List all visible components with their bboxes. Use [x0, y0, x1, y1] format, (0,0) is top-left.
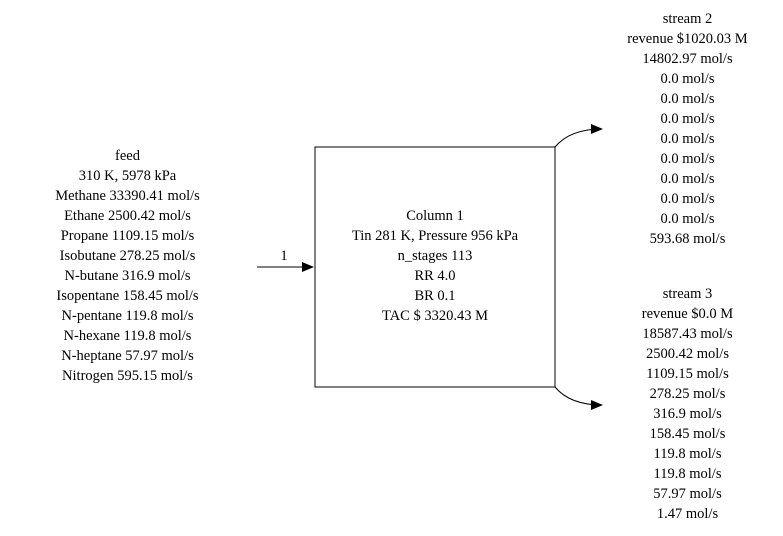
stream3-line: 119.8 mol/s	[653, 446, 722, 462]
stream2-line: revenue $1020.03 M	[627, 31, 748, 47]
column-node-box[interactable]	[314, 146, 556, 388]
column-title: Column 1	[406, 208, 464, 224]
stream3-line: 2500.42 mol/s	[646, 346, 729, 362]
feed-line: 310 K, 5978 kPa	[78, 168, 177, 184]
stream2-line: 0.0 mol/s	[660, 131, 715, 147]
stream3-node-label[interactable]: stream 3 revenue $0.0 M 18587.43 mol/s 2…	[595, 284, 780, 524]
stream3-line: 278.25 mol/s	[649, 386, 726, 402]
column-to-stream3-edge	[554, 386, 603, 410]
feed-line: Propane 1109.15 mol/s	[60, 228, 195, 244]
column-to-stream2-edge	[554, 124, 603, 148]
stream2-line: 0.0 mol/s	[660, 151, 715, 167]
stream2-title: stream 2	[662, 11, 713, 27]
feed-edge-label: 1	[280, 248, 288, 264]
column-node-label: Column 1 Tin 281 K, Pressure 956 kPa n_s…	[315, 206, 555, 326]
stream3-line: 158.45 mol/s	[649, 426, 726, 442]
feed-title: feed	[115, 148, 140, 164]
stream2-line: 0.0 mol/s	[660, 91, 715, 107]
stream3-title: stream 3	[662, 286, 713, 302]
feed-line: N-butane 316.9 mol/s	[64, 268, 191, 284]
column-line: Tin 281 K, Pressure 956 kPa	[351, 228, 519, 244]
feed-line: Nitrogen 595.15 mol/s	[62, 368, 193, 384]
feed-line: Isopentane 158.45 mol/s	[56, 288, 199, 304]
column-line: n_stages 113	[397, 248, 473, 264]
feed-line: N-hexane 119.8 mol/s	[63, 328, 192, 344]
feed-line: N-pentane 119.8 mol/s	[61, 308, 194, 324]
feed-line: Methane 33390.41 mol/s	[55, 188, 200, 204]
column-line: RR 4.0	[414, 268, 456, 284]
stream3-line: 316.9 mol/s	[653, 406, 722, 422]
feed-line: Isobutane 278.25 mol/s	[59, 248, 196, 264]
stream3-line: 57.97 mol/s	[653, 486, 722, 502]
stream3-line: 1.47 mol/s	[656, 506, 719, 522]
stream2-line: 593.68 mol/s	[649, 231, 726, 247]
stream2-node-label[interactable]: stream 2 revenue $1020.03 M 14802.97 mol…	[595, 9, 780, 249]
stream2-line: 0.0 mol/s	[660, 71, 715, 87]
feed-line: Ethane 2500.42 mol/s	[64, 208, 191, 224]
column-line: TAC $ 3320.43 M	[382, 308, 488, 324]
stream2-line: 0.0 mol/s	[660, 171, 715, 187]
stream2-line: 14802.97 mol/s	[642, 51, 733, 67]
stream3-line: revenue $0.0 M	[641, 306, 734, 322]
stream3-line: 119.8 mol/s	[653, 466, 722, 482]
stream3-line: 18587.43 mol/s	[642, 326, 733, 342]
column-line: BR 0.1	[414, 288, 456, 304]
stream3-line: 1109.15 mol/s	[646, 366, 729, 382]
stream2-line: 0.0 mol/s	[660, 191, 715, 207]
stream2-line: 0.0 mol/s	[660, 111, 715, 127]
feed-line: N-heptane 57.97 mol/s	[61, 348, 194, 364]
feed-node-label[interactable]: feed 310 K, 5978 kPa Methane 33390.41 mo…	[20, 146, 235, 386]
stream2-line: 0.0 mol/s	[660, 211, 715, 227]
